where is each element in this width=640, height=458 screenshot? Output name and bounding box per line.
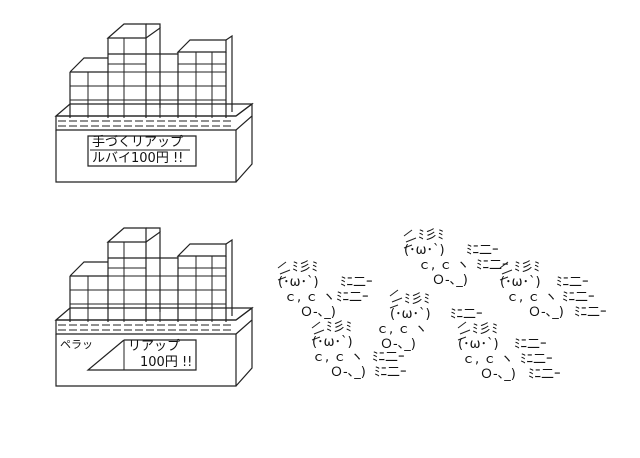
critter-hair: ﾐ彡ﾐ: [326, 320, 353, 335]
critter-hair: ﾐ彡ﾐ: [292, 260, 319, 275]
critter-feet: Ｏ-､_): [330, 365, 366, 380]
speed-text: ﾐﾆ二ｰ: [450, 307, 483, 322]
critter-hair: ﾐ彡ﾐ: [404, 292, 431, 307]
critter-arms: ｃ, ｃ ヽ: [418, 258, 470, 273]
speed-text: ﾐﾆ二ｰ: [562, 290, 595, 305]
sign-text-line2: ルバイ100円 !!: [92, 151, 184, 166]
sign-text-line1: 手づくリアップ: [92, 135, 184, 150]
speed-text: ﾐﾆ二ｰ: [466, 243, 499, 258]
critter-arms: ｃ, ｃ ヽ: [462, 352, 514, 367]
speed-text: ﾐﾆ二ｰ: [374, 365, 407, 380]
speed-text: ﾐﾆ二ｰ: [514, 337, 547, 352]
speed-text: ﾐﾆ二ｰ: [574, 305, 607, 320]
critter-arms: ｃ, ｃ ヽ: [312, 350, 364, 365]
speed-text: ﾐﾆ二ｰ: [476, 258, 509, 273]
critter-hair: ﾐ彡ﾐ: [472, 322, 499, 337]
critter-hair: ﾐ彡ﾐ: [514, 260, 541, 275]
shop-building-2: [54, 227, 254, 387]
critter-face: (･ω･`): [404, 243, 445, 258]
shop-building-1: [54, 23, 254, 183]
peeled-sign-text-line1: リアップ: [128, 339, 181, 354]
speed-text: ﾐﾆ二ｰ: [556, 275, 589, 290]
critter-hair: ﾐ彡ﾐ: [418, 228, 445, 243]
critter-face: (･ω･`): [458, 337, 499, 352]
speed-text: ﾐﾆ二ｰ: [520, 352, 553, 367]
speed-lines: [277, 229, 513, 341]
critter-feet: Ｏ-､_): [380, 337, 416, 352]
critter-face: (･ω･`): [500, 275, 541, 290]
critter-feet: Ｏ-､_): [480, 367, 516, 382]
critter-feet: Ｏ-､_): [300, 305, 336, 320]
speed-text: ﾐﾆ二ｰ: [372, 350, 405, 365]
critter-face: (･ω･`): [278, 275, 319, 290]
critter-face: (･ω･`): [312, 335, 353, 350]
peel-sound-text: ペラッ: [60, 338, 93, 351]
peeled-sign-text-line2: 100円 !!: [140, 355, 193, 370]
critter-face: (･ω･`): [390, 307, 431, 322]
critter-arms: ｃ, ｃ ヽ: [376, 322, 428, 337]
critter-arms: ｃ, ｃ ヽ: [284, 290, 336, 305]
critter-feet: Ｏ-､_): [432, 273, 468, 288]
critter-feet: Ｏ-､_): [528, 305, 564, 320]
speed-text: ﾐﾆ二ｰ: [340, 275, 373, 290]
critter-arms: ｃ, ｃ ヽ: [506, 290, 558, 305]
speed-text: ﾐﾆ二ｰ: [336, 290, 369, 305]
speed-text: ﾐﾆ二ｰ: [528, 367, 561, 382]
